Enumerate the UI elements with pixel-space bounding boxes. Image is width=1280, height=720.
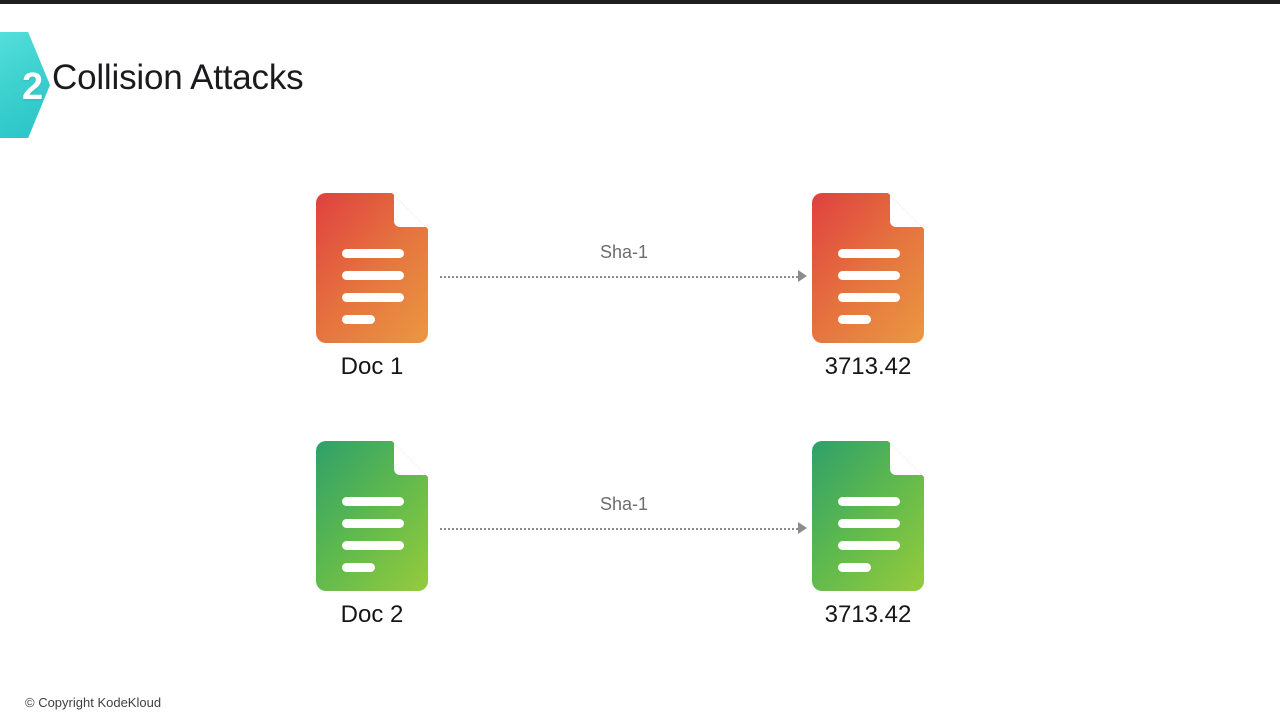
connector-2: Sha-1 [440, 494, 808, 550]
doc-node-target-2[interactable]: 3713.42 [812, 441, 924, 629]
dotted-line [440, 276, 798, 278]
doc-source-label-2: Doc 2 [340, 601, 404, 628]
document-icon [316, 441, 428, 591]
document-icon [316, 193, 428, 343]
top-edge-strip [0, 0, 1280, 4]
copyright-footer: © Copyright KodeKloud [25, 695, 162, 710]
doc-target-label-2: 3713.42 [824, 601, 912, 628]
connector-1: Sha-1 [440, 242, 808, 298]
doc-node-target-1[interactable]: 3713.42 [812, 193, 924, 381]
step-number-label: 2 [22, 66, 44, 108]
dotted-line [440, 528, 798, 530]
arrow-head-icon [798, 270, 807, 282]
arrow-head-icon [798, 522, 807, 534]
connector-label-1: Sha-1 [599, 242, 649, 262]
connector-label-2: Sha-1 [599, 494, 649, 514]
doc-node-source-1[interactable]: Doc 1 [316, 193, 428, 381]
document-icon [812, 441, 924, 591]
doc-node-source-2[interactable]: Doc 2 [316, 441, 428, 629]
slide-header: 2 Collision Attacks [0, 32, 600, 142]
doc-target-label-1: 3713.42 [824, 353, 912, 380]
doc-source-label-1: Doc 1 [340, 353, 404, 380]
document-icon [812, 193, 924, 343]
page-title: Collision Attacks [52, 58, 304, 97]
